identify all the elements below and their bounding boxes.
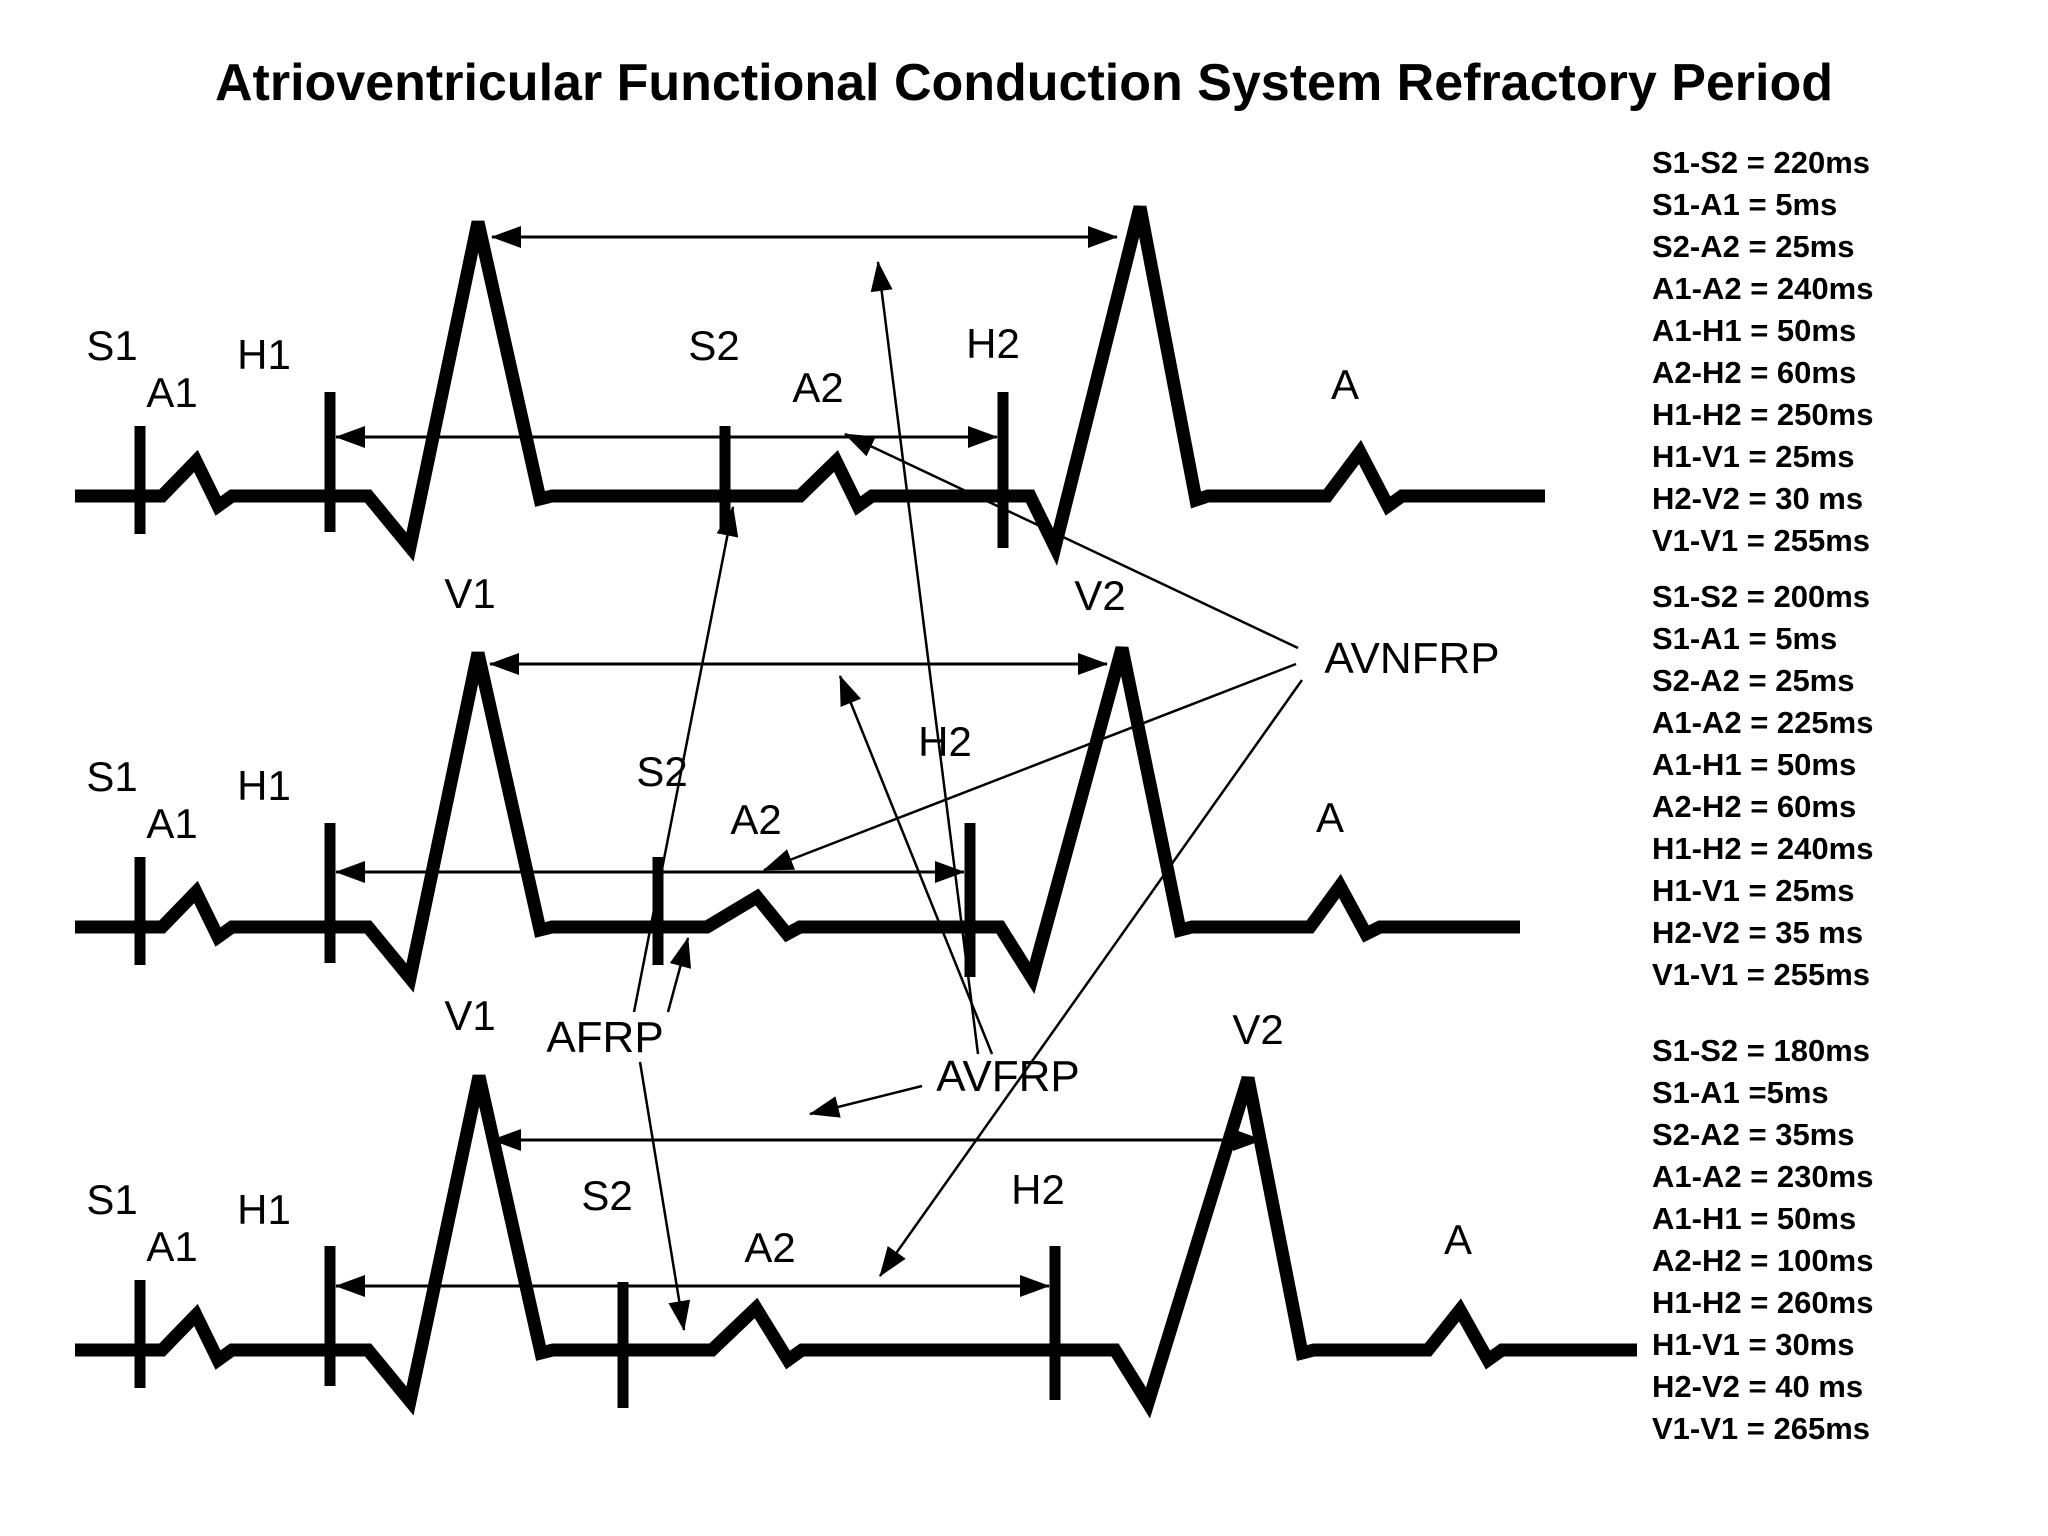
avfrp-arrow-trace2 bbox=[838, 675, 994, 1055]
label-v2: V2 bbox=[1232, 1006, 1283, 1053]
label-h1: H1 bbox=[237, 1186, 291, 1233]
label-s2: S2 bbox=[688, 322, 739, 369]
measurement-line: V1-V1 = 255ms bbox=[1652, 957, 1870, 992]
measurement-block-3: S1-S2 = 180ms S1-A1 =5ms S2-A2 = 35ms A1… bbox=[1652, 1033, 1873, 1446]
measurement-line: S2-A2 = 25ms bbox=[1652, 229, 1854, 264]
measurement-line: H1-V1 = 25ms bbox=[1652, 873, 1854, 908]
measurement-block-1: S1-S2 = 220ms S1-A1 = 5ms S2-A2 = 25ms A… bbox=[1652, 145, 1873, 558]
avnfrp-arrow-trace2 bbox=[763, 662, 1297, 872]
measurement-line: S1-A1 = 5ms bbox=[1652, 621, 1837, 656]
ecg-waveform-3 bbox=[75, 1074, 1637, 1419]
ecg-waveform-2 bbox=[75, 646, 1520, 995]
avfrp-arrow-trace1 bbox=[870, 261, 980, 1055]
afrp-label: AFRP bbox=[546, 1013, 663, 1062]
label-s1: S1 bbox=[86, 1176, 137, 1223]
label-a: A bbox=[1331, 361, 1359, 408]
measurement-line: H1-H2 = 260ms bbox=[1652, 1285, 1873, 1320]
avnfrp-arrow-trace3 bbox=[878, 679, 1304, 1277]
afrp-arrow-trace1 bbox=[632, 506, 739, 1013]
measurement-line: S1-A1 =5ms bbox=[1652, 1075, 1829, 1110]
avfrp-label: AVFRP bbox=[936, 1052, 1079, 1101]
ecg-waveform-1 bbox=[75, 205, 1545, 566]
measurement-line: S2-A2 = 35ms bbox=[1652, 1117, 1854, 1152]
measurement-line: H2-V2 = 30 ms bbox=[1652, 481, 1863, 516]
measurement-line: H2-V2 = 40 ms bbox=[1652, 1369, 1863, 1404]
label-h2: H2 bbox=[966, 320, 1020, 367]
measurement-line: S1-S2 = 180ms bbox=[1652, 1033, 1870, 1068]
measurement-block-2: S1-S2 = 200ms S1-A1 = 5ms S2-A2 = 25ms A… bbox=[1652, 579, 1873, 992]
measurement-line: S1-A1 = 5ms bbox=[1652, 187, 1837, 222]
annotation-avnfrp: AVNFRP bbox=[763, 432, 1500, 1277]
measurement-line: A1-H1 = 50ms bbox=[1652, 313, 1856, 348]
label-s1: S1 bbox=[86, 753, 137, 800]
label-v1: V1 bbox=[444, 992, 495, 1039]
label-h1: H1 bbox=[237, 762, 291, 809]
ecg-trace-3: S1 A1 H1 S2 A2 H2 V1 V2 A bbox=[75, 992, 1637, 1419]
label-a1: A1 bbox=[146, 369, 197, 416]
measurement-line: A1-H1 = 50ms bbox=[1652, 1201, 1856, 1236]
label-a2: A2 bbox=[792, 364, 843, 411]
measurement-line: S1-S2 = 220ms bbox=[1652, 145, 1870, 180]
measurement-line: A2-H2 = 100ms bbox=[1652, 1243, 1873, 1278]
label-a: A bbox=[1316, 794, 1344, 841]
label-a1: A1 bbox=[146, 1223, 197, 1270]
afrp-arrow-trace2 bbox=[666, 937, 692, 1013]
label-h2: H2 bbox=[918, 718, 972, 765]
label-v1: V1 bbox=[444, 570, 495, 617]
label-a2: A2 bbox=[730, 796, 781, 843]
label-a1: A1 bbox=[146, 800, 197, 847]
ecg-trace-2: S1 A1 H1 S2 A2 H2 A bbox=[75, 646, 1520, 995]
label-s2: S2 bbox=[581, 1172, 632, 1219]
measurement-line: H1-V1 = 25ms bbox=[1652, 439, 1854, 474]
measurement-line: A2-H2 = 60ms bbox=[1652, 789, 1856, 824]
measurement-line: V1-V1 = 255ms bbox=[1652, 523, 1870, 558]
label-h2: H2 bbox=[1011, 1166, 1065, 1213]
measurement-line: H1-H2 = 250ms bbox=[1652, 397, 1873, 432]
measurement-line: S2-A2 = 25ms bbox=[1652, 663, 1854, 698]
measurement-line: H1-V1 = 30ms bbox=[1652, 1327, 1854, 1362]
measurement-line: H1-H2 = 240ms bbox=[1652, 831, 1873, 866]
measurement-line: A2-H2 = 60ms bbox=[1652, 355, 1856, 390]
measurement-line: V1-V1 = 265ms bbox=[1652, 1411, 1870, 1446]
ecg-trace-1: S1 A1 H1 S2 A2 H2 V1 V2 A bbox=[75, 205, 1545, 619]
page-title: Atrioventricular Functional Conduction S… bbox=[215, 54, 1833, 112]
avfrp-arrow-trace3 bbox=[809, 1084, 923, 1118]
measurement-line: A1-H1 = 50ms bbox=[1652, 747, 1856, 782]
measurement-line: A1-A2 = 230ms bbox=[1652, 1159, 1873, 1194]
measurement-line: H2-V2 = 35 ms bbox=[1652, 915, 1863, 950]
measurement-line: A1-A2 = 225ms bbox=[1652, 705, 1873, 740]
label-s1: S1 bbox=[86, 322, 137, 369]
measurement-line: S1-S2 = 200ms bbox=[1652, 579, 1870, 614]
annotation-afrp: AFRP bbox=[546, 506, 739, 1331]
avnfrp-label: AVNFRP bbox=[1324, 634, 1499, 683]
measurement-line: A1-A2 = 240ms bbox=[1652, 271, 1873, 306]
label-a: A bbox=[1444, 1216, 1472, 1263]
avnfrp-arrow-trace1 bbox=[844, 432, 1299, 650]
afrp-arrow-trace3 bbox=[638, 1061, 691, 1331]
label-v2: V2 bbox=[1074, 572, 1125, 619]
label-h1: H1 bbox=[237, 331, 291, 378]
annotation-avfrp: AVFRP bbox=[809, 261, 1080, 1118]
label-a2: A2 bbox=[744, 1224, 795, 1271]
